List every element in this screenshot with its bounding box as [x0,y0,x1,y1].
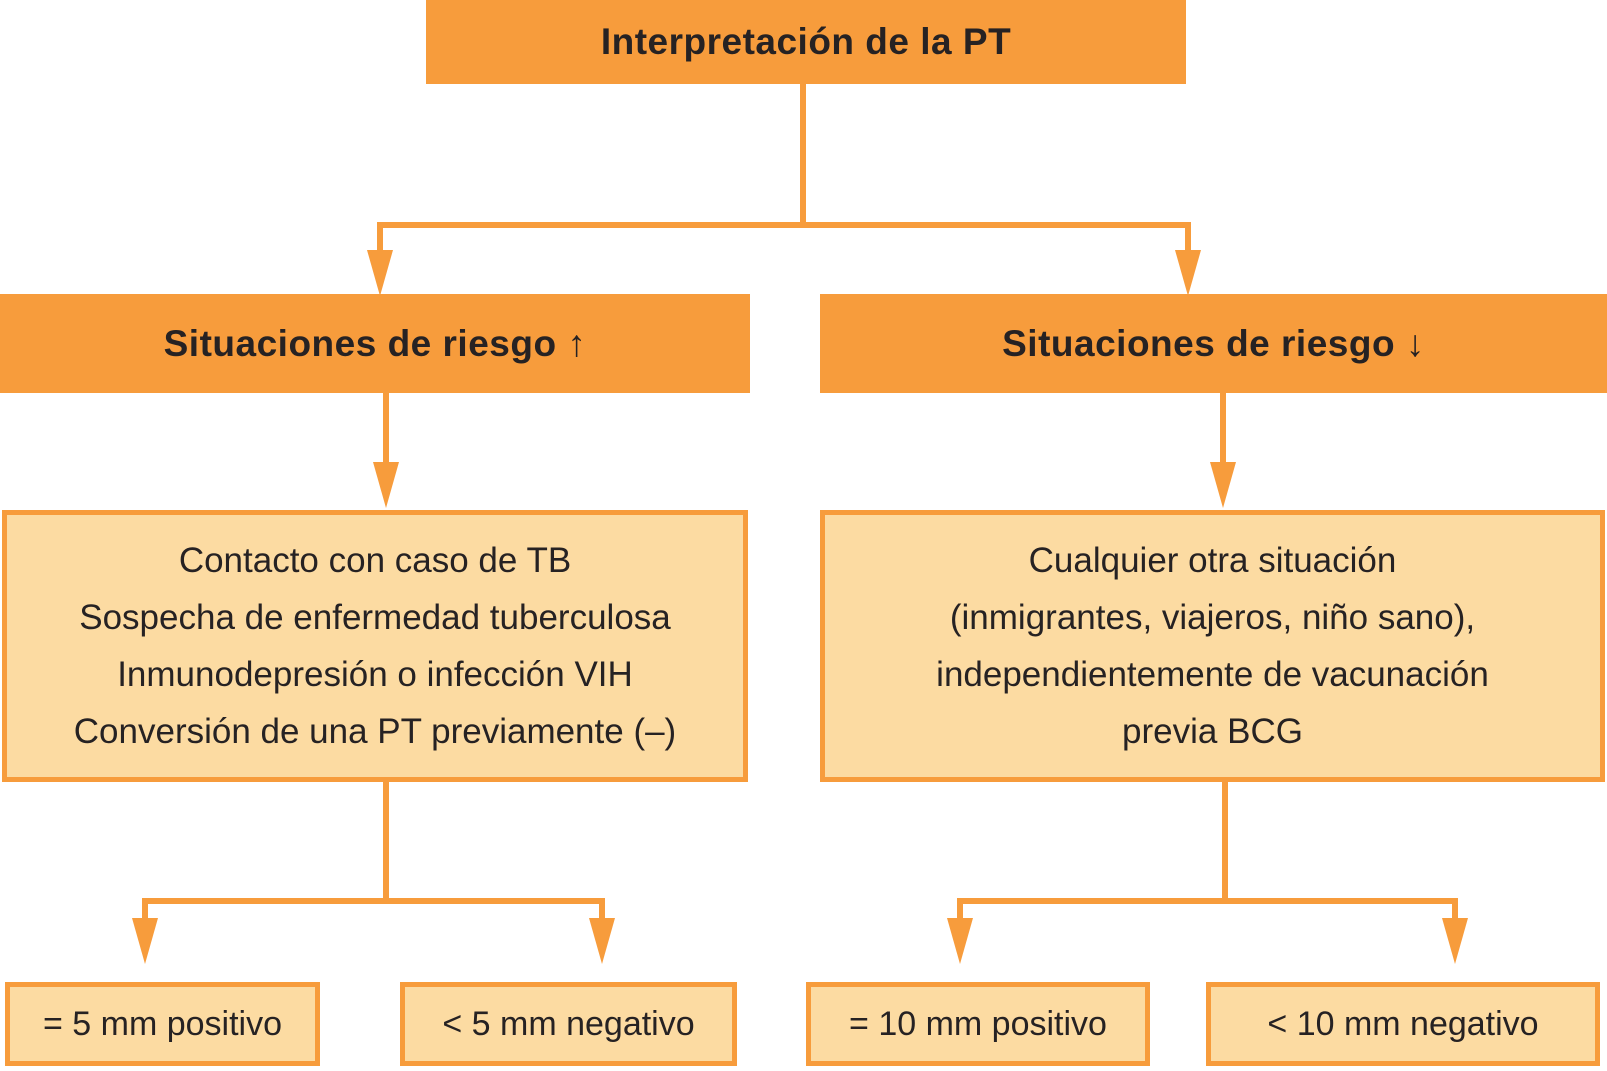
arrowhead-down-icon [589,918,615,964]
criteria-line: independientemente de vacunación [936,655,1489,694]
criteria-line: Conversión de una PT previamente (–) [73,712,677,751]
branch-header-risk-up-label: Situaciones de riesgo ↑ [163,322,587,364]
root-node: Interpretación de la PT [426,0,1186,84]
outcome-label: = 5 mm positivo [42,1004,283,1043]
connector-risk-up-drop-right [599,904,605,920]
connector-risk-down-drop-right [1452,904,1458,920]
outcome-node-negative-5mm: < 5 mm negativo [400,982,737,1066]
outcome-node-negative-10mm: < 10 mm negativo [1206,982,1600,1066]
connector-risk-down-outcomes-hline [957,898,1458,904]
criteria-line: previa BCG [1122,712,1303,751]
root-node-label: Interpretación de la PT [600,21,1012,62]
arrowhead-down-icon [1175,250,1201,296]
branch-header-risk-up: Situaciones de riesgo ↑ [0,294,750,393]
arrowhead-down-icon [947,918,973,964]
outcome-label: = 10 mm positivo [849,1004,1107,1043]
arrowhead-down-icon [373,462,399,508]
arrowhead-down-icon [367,250,393,296]
criteria-box-risk-down: Cualquier otra situación (inmigrantes, v… [820,510,1605,782]
outcome-node-positive-5mm: = 5 mm positivo [5,982,320,1066]
connector-risk-down-stem [1220,393,1226,465]
connector-root-stem [800,84,806,228]
criteria-line: Sospecha de enfermedad tuberculosa [79,598,671,637]
arrowhead-down-icon [1210,462,1236,508]
connector-risk-up-drop-left [142,904,148,920]
outcome-node-positive-10mm: = 10 mm positivo [806,982,1150,1066]
connector-risk-down-drop-left [957,904,963,920]
criteria-line: Contacto con caso de TB [178,541,572,580]
connector-risk-up-outcomes-hline [142,898,605,904]
outcome-label: < 5 mm negativo [442,1004,695,1043]
connector-risk-up-stem [383,393,389,465]
branch-header-risk-down: Situaciones de riesgo ↓ [820,294,1607,393]
connector-root-drop-right [1185,228,1191,252]
criteria-box-risk-up: Contacto con caso de TB Sospecha de enfe… [2,510,748,782]
arrowhead-down-icon [1442,918,1468,964]
arrowhead-down-icon [132,918,158,964]
branch-header-risk-down-label: Situaciones de riesgo ↓ [1002,322,1425,364]
outcome-label: < 10 mm negativo [1267,1004,1539,1043]
criteria-line: Inmunodepresión o infección VIH [117,655,633,694]
connector-risk-down-outcomes-stem [1222,782,1228,904]
connector-root-hline [377,222,1191,228]
criteria-line: (inmigrantes, viajeros, niño sano), [949,598,1476,637]
criteria-line: Cualquier otra situación [1028,541,1397,580]
connector-risk-up-outcomes-stem [383,782,389,904]
connector-root-drop-left [377,228,383,252]
